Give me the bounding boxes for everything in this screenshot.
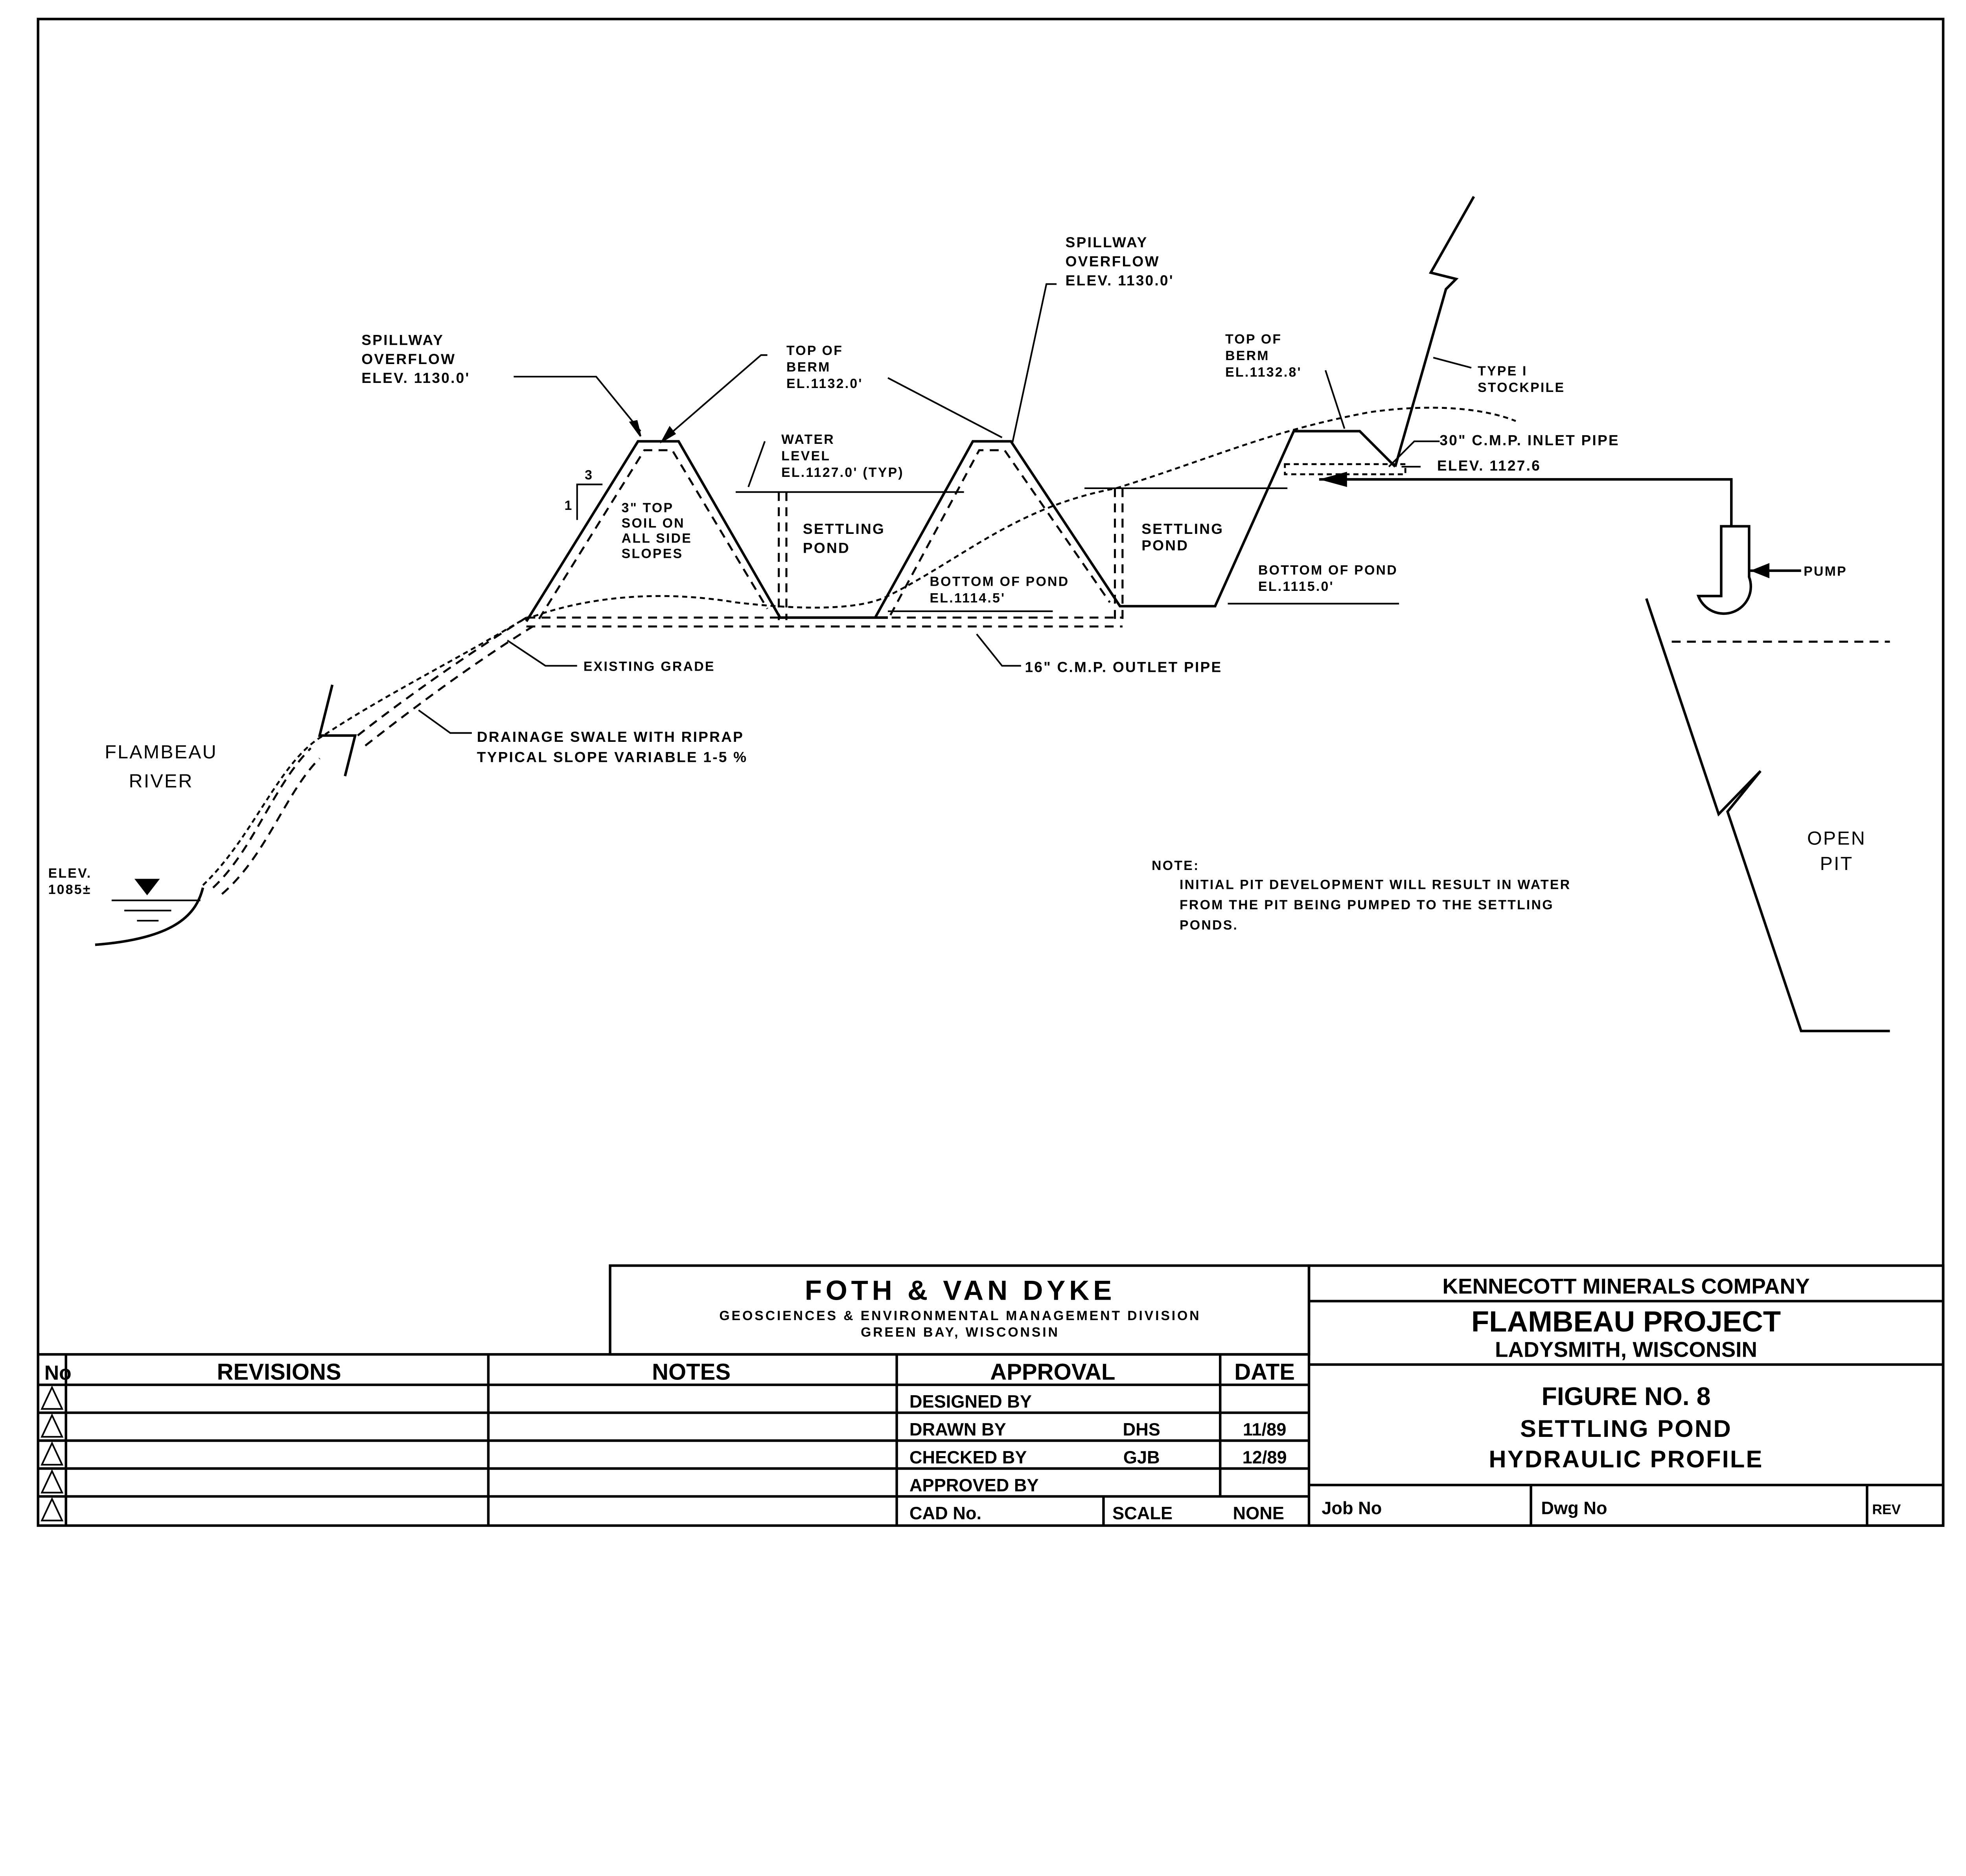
approval-initials: GJB bbox=[1123, 1447, 1160, 1468]
berm-1-topsoil bbox=[538, 449, 768, 620]
open-pit-wall bbox=[1645, 598, 1890, 1032]
river-bank bbox=[95, 887, 204, 946]
approval-label: DRAWN BY bbox=[909, 1420, 1006, 1440]
header-no: No bbox=[44, 1361, 72, 1384]
revision-triangles-icon bbox=[40, 1385, 64, 1521]
slope-indicator bbox=[576, 484, 603, 520]
note-title: NOTE: bbox=[1152, 858, 1199, 873]
flow-arrow bbox=[1319, 471, 1347, 487]
berm-2-topsoil bbox=[889, 449, 1111, 616]
figure-title-1: SETTLING POND bbox=[1520, 1415, 1732, 1442]
inlet-pipe-label: 30" C.M.P. INLET PIPE bbox=[1440, 432, 1620, 448]
inlet-elev-label: ELEV. 1127.6 bbox=[1437, 457, 1541, 474]
approval-label: CHECKED BY bbox=[909, 1447, 1027, 1468]
scale-label: SCALE bbox=[1112, 1503, 1173, 1523]
riser-2 bbox=[1114, 488, 1124, 620]
figure-number: FIGURE NO. 8 bbox=[1541, 1382, 1710, 1411]
cad-no-label: CAD No. bbox=[909, 1503, 981, 1523]
pump-label: PUMP bbox=[1804, 564, 1847, 579]
pump-arrowhead-icon bbox=[1750, 563, 1769, 578]
outlet-pipe bbox=[526, 616, 1123, 628]
title-block: FOTH & VAN DYKE GEOSCIENCES & ENVIRONMEN… bbox=[38, 1264, 1945, 1527]
inlet-pipe bbox=[1319, 478, 1733, 526]
approval-initials: DHS bbox=[1123, 1420, 1160, 1440]
project-name: FLAMBEAU PROJECT bbox=[1471, 1305, 1781, 1338]
approval-date: 11/89 bbox=[1243, 1420, 1287, 1440]
firm-division: GEOSCIENCES & ENVIRONMENTAL MANAGEMENT D… bbox=[719, 1308, 1201, 1323]
berm-2 bbox=[874, 430, 1396, 618]
client-name: KENNECOTT MINERALS COMPANY bbox=[1442, 1274, 1810, 1298]
approval-date: 12/89 bbox=[1243, 1447, 1287, 1468]
header-approval: APPROVAL bbox=[990, 1359, 1115, 1385]
existing-grade-label: EXISTING GRADE bbox=[584, 659, 715, 674]
note-text: INITIAL PIT DEVELOPMENT WILL RESULT IN W… bbox=[1180, 877, 1571, 932]
slope-ratio-1: 1 bbox=[564, 498, 573, 513]
slope-ratio-3: 3 bbox=[585, 467, 593, 482]
firm-location: GREEN BAY, WISCONSIN bbox=[861, 1325, 1060, 1340]
profile-drawing bbox=[95, 196, 1890, 1032]
water-surface-icon bbox=[111, 899, 201, 922]
break-symbol-swale bbox=[318, 684, 357, 776]
sheet-border bbox=[37, 18, 1945, 1527]
figure-title-2: HYDRAULIC PROFILE bbox=[1489, 1446, 1763, 1472]
pump-icon bbox=[1696, 525, 1752, 615]
approval-label: APPROVED BY bbox=[909, 1475, 1039, 1495]
inlet-pipe-end bbox=[1284, 463, 1406, 475]
header-date: DATE bbox=[1234, 1359, 1295, 1385]
stockpile-slope bbox=[1394, 196, 1475, 467]
outlet-pipe-label: 16" C.M.P. OUTLET PIPE bbox=[1025, 659, 1222, 675]
rev-label: REV bbox=[1872, 1502, 1901, 1517]
existing-grade bbox=[202, 406, 1516, 886]
scale-value: NONE bbox=[1233, 1503, 1284, 1523]
job-no-label: Job No bbox=[1322, 1498, 1382, 1518]
riser-1 bbox=[778, 492, 788, 620]
header-revisions: REVISIONS bbox=[217, 1359, 341, 1385]
header-notes: NOTES bbox=[652, 1359, 731, 1385]
leader-lines bbox=[418, 283, 1472, 734]
dwg-no-label: Dwg No bbox=[1541, 1498, 1607, 1518]
approval-label: DESIGNED BY bbox=[909, 1392, 1032, 1412]
water-level-marker-icon bbox=[134, 879, 160, 896]
firm-name: FOTH & VAN DYKE bbox=[805, 1275, 1116, 1306]
project-location: LADYSMITH, WISCONSIN bbox=[1495, 1337, 1757, 1362]
river-elev-label: ELEV.1085± bbox=[48, 866, 92, 897]
